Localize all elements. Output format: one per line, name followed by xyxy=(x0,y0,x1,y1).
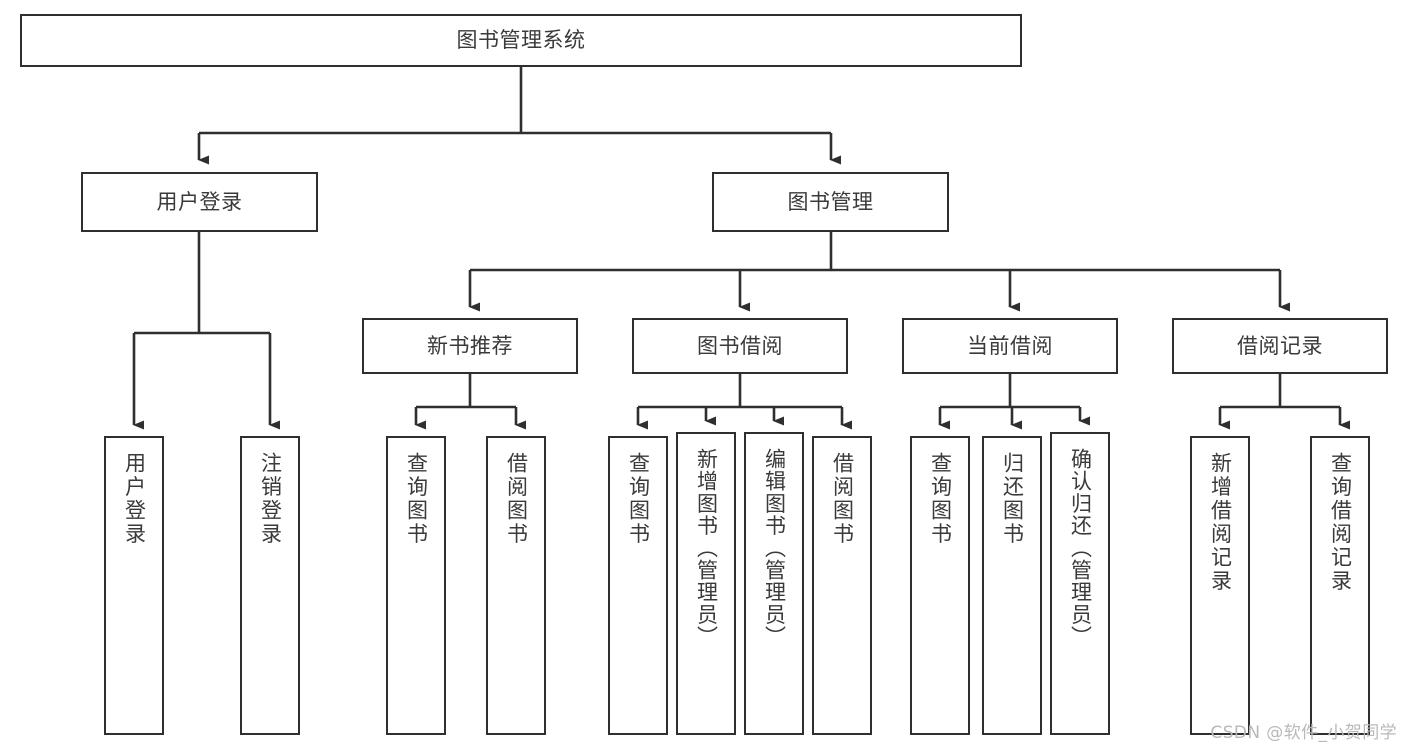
node-label: 查询借阅记录 xyxy=(1328,452,1353,593)
node-leaf-query-book-newbook[interactable]: 查询图书 xyxy=(386,436,446,735)
node-label: 新增图书（管理员） xyxy=(694,448,719,648)
node-label: 新书推荐 xyxy=(427,333,513,358)
node-label: 图书借阅 xyxy=(697,333,783,358)
node-label: 注销登录 xyxy=(258,452,283,546)
node-label: 借阅图书 xyxy=(504,452,529,546)
node-label: 归还图书 xyxy=(1000,452,1025,546)
node-level1-book-management[interactable]: 图书管理 xyxy=(712,172,949,232)
node-leaf-logout-login[interactable]: 注销登录 xyxy=(240,436,300,735)
node-leaf-user-login[interactable]: 用户登录 xyxy=(104,436,164,735)
node-leaf-borrow-book-newbook[interactable]: 借阅图书 xyxy=(486,436,546,735)
node-label: 查询图书 xyxy=(404,452,429,546)
node-level2-book-borrow[interactable]: 图书借阅 xyxy=(632,318,848,374)
node-label: 借阅图书 xyxy=(830,452,855,546)
node-leaf-query-borrow-record[interactable]: 查询借阅记录 xyxy=(1310,436,1370,735)
node-label: 图书管理 xyxy=(787,189,874,214)
node-leaf-add-book-admin[interactable]: 新增图书（管理员） xyxy=(676,432,736,735)
node-leaf-edit-book-admin[interactable]: 编辑图书（管理员） xyxy=(744,432,804,735)
node-label: 用户登录 xyxy=(156,189,243,214)
node-label: 借阅记录 xyxy=(1237,333,1323,358)
node-level1-user-login[interactable]: 用户登录 xyxy=(81,172,318,232)
node-label: 当前借阅 xyxy=(967,333,1053,358)
node-leaf-return-book[interactable]: 归还图书 xyxy=(982,436,1042,735)
watermark: CSDN @软件_小贺同学 xyxy=(1210,723,1397,743)
node-label: 新增借阅记录 xyxy=(1208,452,1233,593)
node-label: 确认归还（管理员） xyxy=(1068,448,1093,648)
node-label: 用户登录 xyxy=(122,452,147,546)
node-leaf-add-borrow-record[interactable]: 新增借阅记录 xyxy=(1190,436,1250,735)
node-root-label: 图书管理系统 xyxy=(456,28,586,53)
node-level2-new-book-recommend[interactable]: 新书推荐 xyxy=(362,318,578,374)
node-leaf-confirm-return-admin[interactable]: 确认归还（管理员） xyxy=(1050,432,1110,735)
node-leaf-borrow-book[interactable]: 借阅图书 xyxy=(812,436,872,735)
node-root[interactable]: 图书管理系统 xyxy=(20,14,1022,67)
node-label: 查询图书 xyxy=(626,452,651,546)
node-leaf-query-book-borrow[interactable]: 查询图书 xyxy=(608,436,668,735)
node-label: 查询图书 xyxy=(928,452,953,546)
node-level2-current-borrow[interactable]: 当前借阅 xyxy=(902,318,1118,374)
node-leaf-query-book-current[interactable]: 查询图书 xyxy=(910,436,970,735)
node-label: 编辑图书（管理员） xyxy=(762,448,787,648)
node-level2-borrow-record[interactable]: 借阅记录 xyxy=(1172,318,1388,374)
